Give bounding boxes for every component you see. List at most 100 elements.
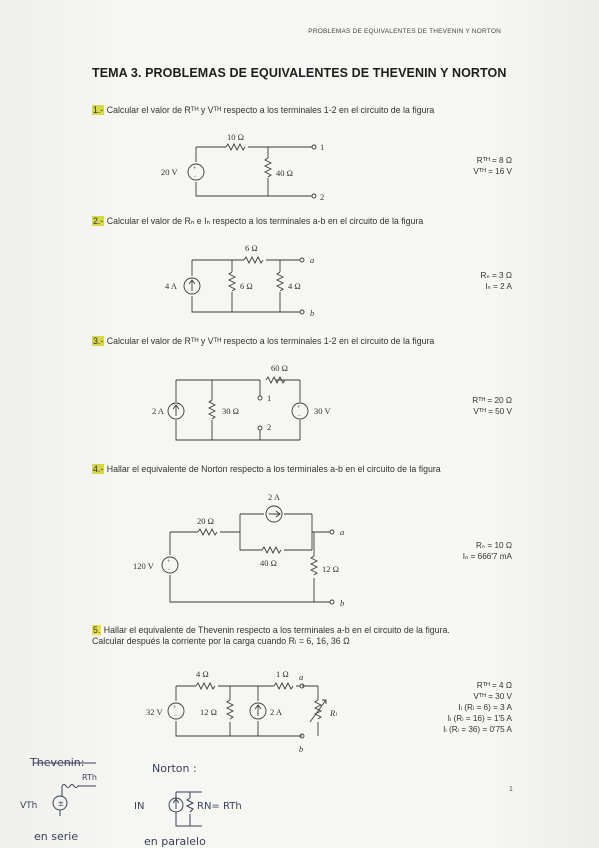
hw-thevenin-note: en serie [34,830,78,843]
p4-r3-label: 12 Ω [322,564,339,574]
problem-2-statement: 2.- Calcular el valor de Rₙ e Iₙ respect… [92,216,423,227]
svg-text:+: + [167,559,171,565]
p1-resistor-40 [263,157,273,178]
p4-answer-rn: Rₙ = 10 Ω [475,541,512,550]
p2-terminal-b: b [310,308,314,318]
p1-answer-rth: Rᵀᴴ = 8 Ω [476,156,512,165]
p5-answer-il-6: Iₗ (Rₗ = 6) = 3 A [458,703,512,712]
p1-answer-vth: Vᵀᴴ = 16 V [473,167,512,176]
p1-terminal-2: 2 [320,192,324,202]
problem-1-number: 1.- [92,105,105,115]
p2-answer-in: Iₙ = 2 A [485,282,512,291]
svg-text:±: ± [58,799,65,808]
p3-r1-label: 60 Ω [271,363,288,373]
problem-5-number: 5. [92,625,102,635]
hw-norton-in: IN [134,801,144,812]
p4-terminal-b: b [340,598,344,608]
p2-r1-label: 6 Ω [245,243,258,253]
p5-voltage-source [167,702,185,720]
hw-norton-source [168,797,184,813]
p5-answer-rth: Rᵀᴴ = 4 Ω [476,681,512,690]
problem-1-answers: Rᵀᴴ = 8 Ω Vᵀᴴ = 16 V [473,155,512,177]
problem-4-number: 4.- [92,464,105,474]
p1-resistor-10 [225,142,246,152]
p4-answer-in: Iₙ = 666'7 mA [462,552,512,561]
p4-terminal-a: a [340,527,344,537]
problem-3-statement: 3.- Calcular el valor de Rᵀᴴ y Vᵀᴴ respe… [92,336,434,346]
problem-3-answers: Rᵀᴴ = 20 Ω Vᵀᴴ = 50 V [472,395,512,417]
p5-r1-label: 4 Ω [196,669,209,679]
p4-r2-label: 40 Ω [260,558,277,568]
p4-src2-label: 2 A [268,492,281,502]
p2-src-label: 4 A [165,281,178,291]
p5-src1-label: 32 V [146,707,163,717]
svg-text:+: + [193,166,197,172]
p3-current-source [167,402,185,420]
svg-text:+: + [297,405,301,411]
problem-2-text: Calcular el valor de Rₙ e Iₙ respecto a … [104,216,424,226]
problem-1-statement: 1.- Calcular el valor de Rᵀᴴ y Vᵀᴴ respe… [92,105,434,115]
p1-r1-label: 10 Ω [227,132,244,142]
p4-src1-label: 120 V [133,561,155,571]
p1-r2-label: 40 Ω [276,168,293,178]
p2-r2-label: 6 Ω [240,281,253,291]
p1-src-label: 20 V [161,167,178,177]
p3-answer-rth: Rᵀᴴ = 20 Ω [472,396,512,405]
svg-text:+: + [173,705,177,711]
p2-answer-rn: Rₙ = 3 Ω [480,271,512,280]
p5-answer-vth: Vᵀᴴ = 30 V [473,692,512,701]
svg-text:−: − [174,713,178,719]
p3-voltage-source [291,402,309,420]
problem-5-answers: Rᵀᴴ = 4 Ω Vᵀᴴ = 30 V Iₗ (Rₗ = 6) = 3 A I… [443,680,512,735]
problem-5-statement: 5. Hallar el equivalente de Thevenin res… [92,625,450,647]
hw-norton-title: Norton : [152,762,197,775]
problem-3-text: Calcular el valor de Rᵀᴴ y Vᵀᴴ respecto … [104,336,435,346]
page-number: 1 [509,786,513,793]
p3-r2-label: 30 Ω [222,406,239,416]
svg-text:−: − [168,567,172,573]
p2-terminal-a: a [310,255,314,265]
p5-terminal-b: b [299,744,303,754]
problem-5-text-line2: Calcular después la corriente por la car… [92,636,350,646]
p1-voltage-source [187,163,205,181]
p4-current-source [265,505,283,523]
p3-answer-vth: Vᵀᴴ = 50 V [473,407,512,416]
hw-norton-rn: RN= RTh [197,801,242,812]
hw-norton-note: en paralelo [144,835,206,848]
hw-thevenin-vth: VTh [20,801,37,811]
problem-4-text: Hallar el equivalente de Norton respecto… [104,464,441,474]
problem-2-number: 2.- [92,216,105,226]
hw-thevenin-resistor [61,784,96,788]
page-title: TEMA 3. PROBLEMAS DE EQUIVALENTES DE THE… [92,66,507,80]
svg-text:−: − [194,174,198,180]
p5-answer-il-36: Iₗ (Rₗ = 36) = 0'75 A [443,725,512,734]
hw-thevenin-rth: RTh [82,773,97,782]
problem-4-answers: Rₙ = 10 Ω Iₙ = 666'7 mA [463,540,512,562]
p2-r3-label: 4 Ω [288,281,301,291]
p5-answer-il-16: Iₗ (Rₗ = 16) = 1'5 A [447,714,512,723]
hw-norton-resistor [185,797,195,813]
problem-5-text: Hallar el equivalente de Thevenin respec… [101,625,450,635]
p3-terminal-1: 1 [267,393,271,403]
hw-norton-wires [175,791,202,827]
p1-terminal-1: 1 [320,142,324,152]
problem-2-answers: Rₙ = 3 Ω Iₙ = 2 A [481,270,512,292]
problem-1-text: Calcular el valor de Rᵀᴴ y Vᵀᴴ respecto … [104,105,435,115]
running-header: PROBLEMAS DE EQUIVALENTES DE THEVENIN Y … [308,28,501,35]
p3-src1-label: 2 A [152,406,165,416]
problem-3-number: 3.- [92,336,105,346]
p5-r3-label: 12 Ω [200,707,217,717]
p5-src2-label: 2 A [270,707,283,717]
p5-rl-label: Rₗ [329,708,337,718]
p5-r2-label: 1 Ω [276,669,289,679]
p3-src2-label: 30 V [314,406,331,416]
p5-terminal-a: a [299,672,303,682]
svg-text:−: − [298,413,302,419]
